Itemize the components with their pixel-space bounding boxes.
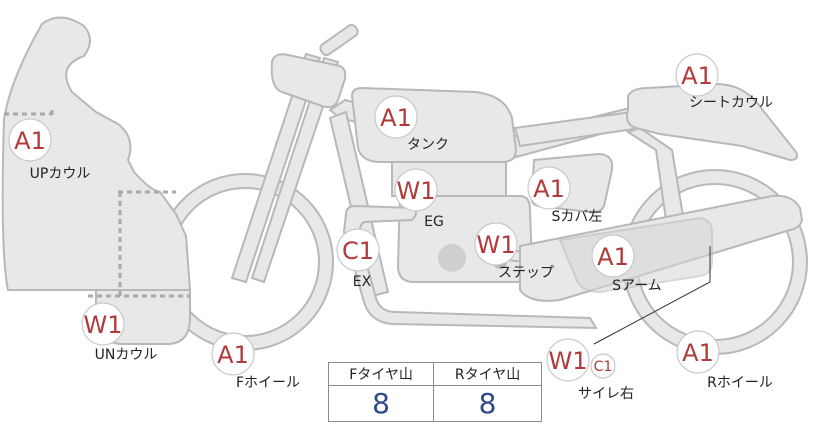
engine-shape — [391, 161, 534, 283]
rear-wheel-badge: A1 — [676, 330, 720, 374]
rear-tread-value: 8 — [433, 385, 542, 422]
svg-text:W1: W1 — [549, 347, 588, 375]
svg-text:A1: A1 — [533, 175, 565, 203]
silencer-right-label: サイレ右 — [578, 386, 634, 402]
upper-cowl-shape — [1, 16, 192, 297]
under-cowl-badge: W1 — [81, 302, 125, 346]
svg-text:A1: A1 — [597, 243, 629, 271]
engine-label: EG — [424, 214, 444, 230]
exhaust-label: EX — [353, 274, 372, 290]
tire-tread-header-row: Fタイヤ山 Rタイヤ山 — [327, 362, 542, 386]
tire-tread-table: Fタイヤ山 Rタイヤ山 8 8 — [327, 362, 542, 422]
svg-text:C1: C1 — [342, 237, 374, 265]
tank-badge: A1 — [374, 95, 418, 139]
front-tread-value: 8 — [327, 385, 435, 422]
silencer-shape — [558, 216, 713, 294]
under-cowl-label: UNカウル — [95, 347, 158, 363]
side-cover-left-label: Sカバ左 — [552, 209, 603, 225]
exhaust-badge: C1 — [336, 228, 380, 272]
svg-text:A1: A1 — [682, 339, 714, 367]
svg-text:A1: A1 — [380, 104, 412, 132]
svg-text:W1: W1 — [84, 311, 123, 339]
tire-tread-value-row: 8 8 — [327, 385, 542, 422]
svg-text:A1: A1 — [217, 341, 249, 369]
svg-text:W1: W1 — [477, 231, 516, 259]
side-cover-left-badge: A1 — [527, 166, 571, 210]
engine-badge: W1 — [394, 168, 438, 212]
seat-cowl-badge: A1 — [675, 53, 719, 97]
front-tread-header: Fタイヤ山 — [327, 362, 435, 386]
swing-arm-badge: A1 — [591, 234, 635, 278]
upper-cowl-badge: A1 — [8, 118, 52, 162]
seat-cowl-label: シートカウル — [689, 95, 773, 111]
svg-text:W1: W1 — [397, 177, 436, 205]
step-label: ステップ — [498, 265, 554, 281]
svg-text:C1: C1 — [594, 359, 613, 375]
cowl-seams — [4, 110, 190, 298]
silencer-leader-line — [593, 246, 711, 345]
rear-wheel-label: Rホイール — [707, 375, 773, 391]
upper-cowl-label: UPカウル — [30, 166, 91, 182]
front-wheel-badge: A1 — [211, 332, 255, 376]
swing-arm-label: Sアーム — [612, 278, 662, 294]
rear-tread-header: Rタイヤ山 — [433, 362, 542, 386]
step-badge: W1 — [474, 222, 518, 266]
silencer-right-badge: W1 C1 — [546, 338, 616, 382]
svg-text:A1: A1 — [681, 62, 713, 90]
tank-label: タンク — [407, 137, 449, 153]
front-wheel-label: Fホイール — [236, 375, 300, 391]
seat-cowl-shape — [626, 82, 799, 162]
svg-text:A1: A1 — [14, 127, 46, 155]
